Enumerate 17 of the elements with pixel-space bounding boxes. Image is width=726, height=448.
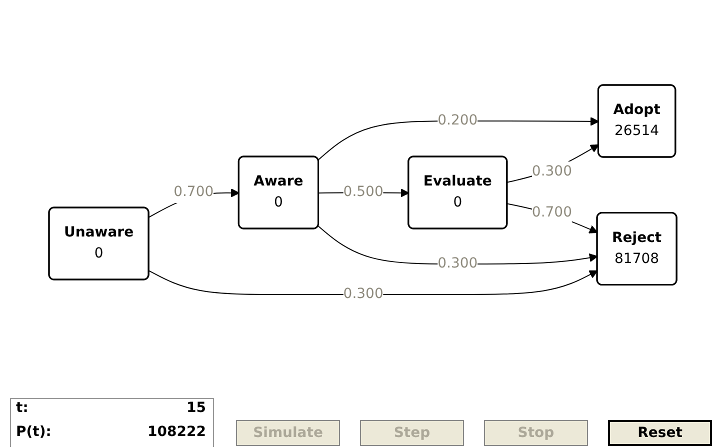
status-value: 108222: [146, 424, 206, 440]
reset-button: Reset: [608, 420, 712, 446]
status-label: t:: [16, 400, 28, 416]
edge-label: 0.300: [438, 256, 478, 272]
edge-label: 0.700: [532, 204, 572, 220]
status-value: 15: [186, 400, 206, 416]
arrow: [148, 270, 598, 295]
edge-label: 0.200: [438, 112, 478, 128]
edge-label: 0.300: [532, 164, 572, 180]
edge-label: 0.700: [174, 184, 214, 200]
edge-label: 0.500: [343, 184, 384, 200]
step-button: Step: [360, 420, 464, 446]
status-label: P(t):: [16, 424, 52, 440]
stop-button: Stop: [484, 420, 588, 446]
simulate-button: Simulate: [236, 420, 340, 446]
edge-label: 0.300: [343, 286, 384, 302]
arrow: [507, 144, 600, 183]
